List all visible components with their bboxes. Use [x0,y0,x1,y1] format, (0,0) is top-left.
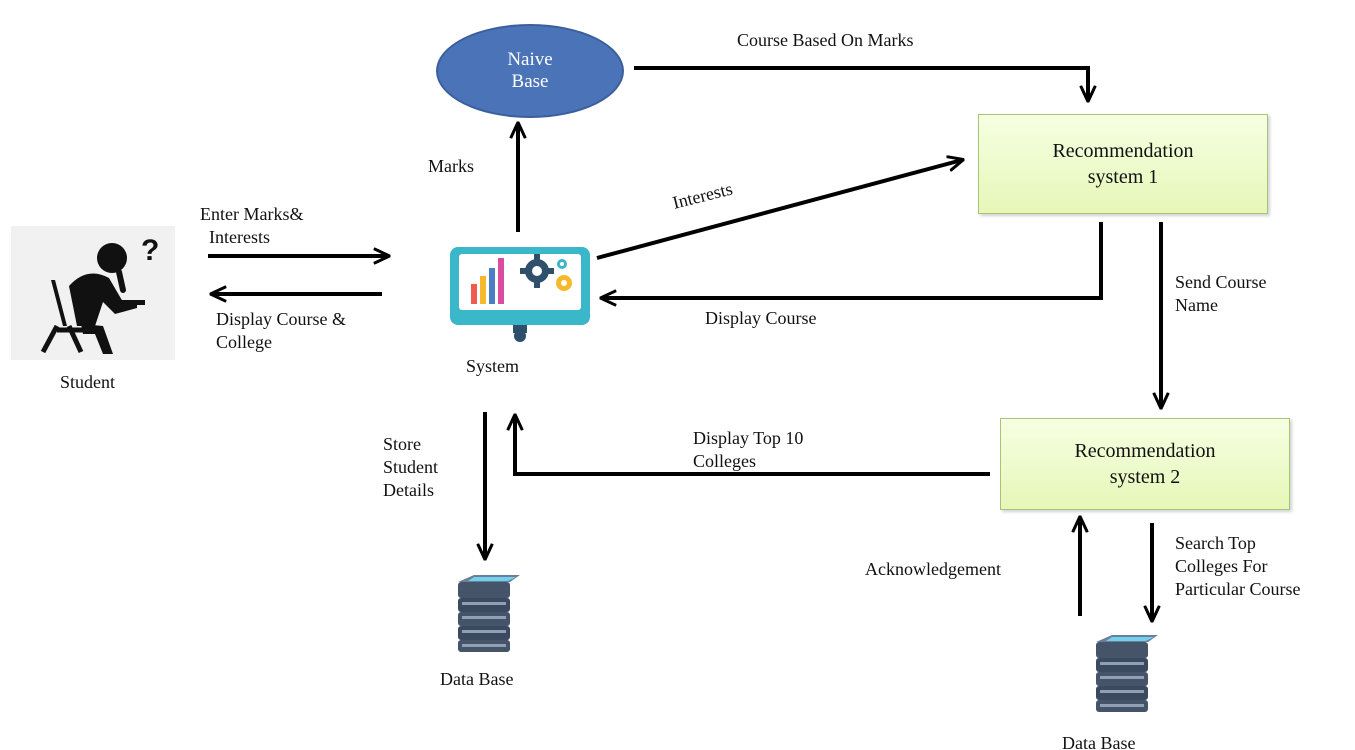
student-thinking-icon: ? [11,226,175,360]
recommendation-system-1-label: Recommendation system 1 [1052,140,1194,188]
database-2-label: Data Base [1062,733,1136,750]
edge-course-based [634,66,1088,100]
recommendation-system-2-node: Recommendation system 2 [1000,418,1290,510]
edge-label-display-course-college: Display Course & College [216,309,346,352]
naive-base-label: Naive Base [507,49,553,92]
edge-label-display-course: Display Course [705,308,817,328]
system-label: System [466,356,520,376]
svg-text:?: ? [141,234,159,267]
student-label: Student [60,372,116,392]
edge-label-display-top10: Display Top 10 Colleges [693,428,804,471]
edge-display-course [602,222,1103,298]
recommendation-system-1-node: Recommendation system 1 [978,114,1268,214]
database-icon [444,574,524,656]
edge-display-top10 [515,416,990,476]
edge-label-enter-marks: Enter Marks& Interests [200,204,304,247]
edge-label-store-student: Store Student Details [383,434,439,500]
edge-label-send-course: Send Course Name [1175,272,1267,315]
system-monitor-icon [449,246,591,342]
edge-label-marks: Marks [428,156,474,176]
edge-interests [596,160,962,260]
recommendation-system-2-label: Recommendation system 2 [1074,440,1216,488]
edge-label-search-top: Search Top Colleges For Particular Cours… [1175,533,1301,599]
edge-label-acknowledgement: Acknowledgement [865,559,1001,579]
database-icon [1082,634,1162,716]
naive-base-node: Naive Base [436,24,624,118]
database-1-label: Data Base [440,669,514,689]
edge-label-course-based: Course Based On Marks [737,30,914,50]
